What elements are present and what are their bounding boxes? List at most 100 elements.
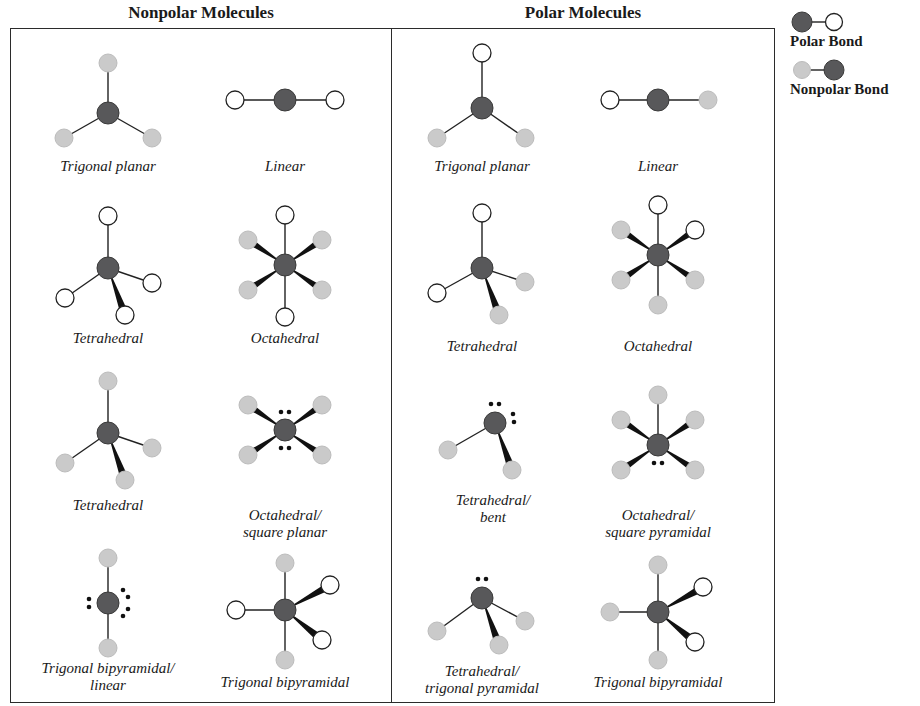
atom (313, 396, 331, 414)
atom (516, 273, 534, 291)
atom (471, 97, 493, 119)
wedge-or-lone-pair (126, 595, 131, 600)
wedge-or-lone-pair (512, 420, 517, 425)
wedge-or-lone-pair (87, 597, 92, 602)
atom (612, 221, 630, 239)
shape-caption: Tetrahedral/ bent (448, 492, 538, 525)
atom (428, 284, 446, 302)
atom (471, 257, 493, 279)
wedge-or-lone-pair (652, 461, 657, 466)
trigonal-planar-molecule (55, 54, 161, 147)
atom (274, 89, 296, 111)
wedge-or-lone-pair (497, 402, 502, 407)
shape-caption: Octahedral (251, 330, 319, 347)
atom (792, 12, 812, 32)
shape-caption: Trigonal bipyramidal/ linear (36, 660, 181, 693)
shape-caption: Tetrahedral (73, 330, 143, 347)
atom (516, 129, 534, 147)
atom (649, 556, 667, 574)
panel-heading: Polar Molecules (392, 3, 774, 23)
atom (274, 599, 296, 621)
atom (699, 91, 717, 109)
shape-caption: Trigonal planar (434, 158, 529, 175)
molecule-panel: Polar Molecules (392, 28, 775, 703)
shape-caption: Trigonal bipyramidal (594, 674, 723, 691)
atom (99, 207, 117, 225)
atom (326, 91, 344, 109)
atom (97, 422, 119, 444)
panel-heading: Nonpolar Molecules (11, 3, 391, 23)
wedge-or-lone-pair (121, 614, 126, 619)
atom (239, 446, 257, 464)
atom (321, 576, 339, 594)
atom (143, 439, 161, 457)
atom (276, 651, 294, 669)
legend-label: Nonpolar Bond (790, 81, 889, 98)
legend-label: Polar Bond (790, 33, 863, 50)
atom (97, 102, 119, 124)
atom (274, 254, 296, 276)
atom (239, 231, 257, 249)
atom (686, 271, 704, 289)
wedge-or-lone-pair (511, 412, 516, 417)
atom (649, 386, 667, 404)
wedge-or-lone-pair (489, 402, 494, 407)
atom (143, 274, 161, 292)
bent-molecule (439, 402, 521, 479)
atom (647, 601, 669, 623)
wedge-or-lone-pair (287, 446, 292, 451)
atom (97, 257, 119, 279)
atom (313, 446, 331, 464)
atom (612, 411, 630, 429)
atom (428, 129, 446, 147)
atom (516, 612, 534, 630)
atom (227, 601, 245, 619)
atom (612, 461, 630, 479)
atom (490, 636, 508, 654)
wedge-bonds (246, 237, 324, 293)
linear-tbp-molecule (87, 549, 131, 657)
square-planar-molecule (239, 396, 331, 464)
atom (274, 419, 296, 441)
wedge-or-lone-pair (660, 461, 665, 466)
shape-caption: Trigonal bipyramidal (221, 674, 350, 691)
atom (686, 221, 704, 239)
atom (649, 196, 667, 214)
atom (226, 91, 244, 109)
trigonal-bipyramidal-molecule (227, 554, 339, 669)
polar-bond-sample (792, 12, 843, 32)
wedge-bonds (246, 402, 324, 458)
atom (239, 396, 257, 414)
atom (824, 60, 844, 80)
nonpolar-bond-sample (794, 60, 845, 80)
atom (612, 271, 630, 289)
shape-caption: Octahedral/ square pyramidal (603, 507, 714, 540)
atom (503, 461, 521, 479)
wedge-or-lone-pair (279, 446, 284, 451)
wedge-or-lone-pair (484, 577, 489, 582)
wedge-or-lone-pair (476, 577, 481, 582)
atom (428, 622, 446, 640)
shape-caption: Octahedral/ square planar (235, 507, 335, 540)
atom (473, 44, 491, 62)
atom (647, 89, 669, 111)
atom (276, 206, 294, 224)
atom (116, 471, 134, 489)
atom (694, 578, 712, 596)
shape-caption: Octahedral (624, 338, 692, 355)
atom (826, 14, 843, 31)
wedge-or-lone-pair (121, 588, 126, 593)
atom (647, 244, 669, 266)
atom (313, 281, 331, 299)
wedge-or-lone-pair (126, 607, 131, 612)
atom (490, 306, 508, 324)
atom (601, 91, 619, 109)
atom (99, 372, 117, 390)
atom (649, 296, 667, 314)
atom (239, 281, 257, 299)
atom (276, 308, 294, 326)
atom (116, 306, 134, 324)
tetrahedral-molecule (56, 372, 161, 489)
square-pyramidal-molecule (612, 386, 704, 479)
